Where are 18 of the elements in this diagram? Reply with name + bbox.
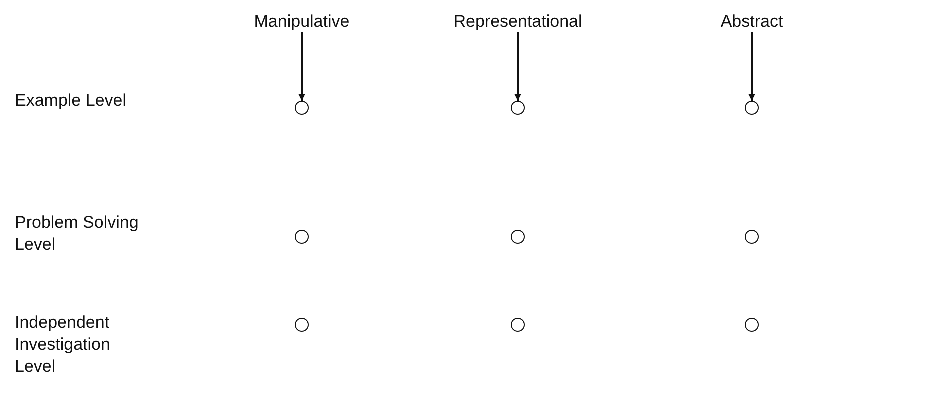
column-heading: Manipulative — [254, 12, 350, 32]
circle-marker — [511, 230, 525, 244]
circle-marker — [295, 230, 309, 244]
circle-marker — [511, 101, 525, 115]
arrow — [298, 32, 306, 101]
circle-marker — [511, 318, 525, 332]
row-label: Problem Solving Level — [15, 212, 140, 256]
arrow — [514, 32, 522, 101]
circle-marker — [745, 318, 759, 332]
circle-marker — [745, 101, 759, 115]
circle-marker — [295, 318, 309, 332]
circle-marker — [295, 101, 309, 115]
row-label: Example Level — [15, 90, 128, 112]
column-heading: Abstract — [720, 12, 784, 32]
row-label: Independent Investigation Level — [15, 312, 112, 378]
circle-marker — [745, 230, 759, 244]
column-heading: Representational — [454, 12, 582, 32]
arrow — [748, 32, 756, 101]
